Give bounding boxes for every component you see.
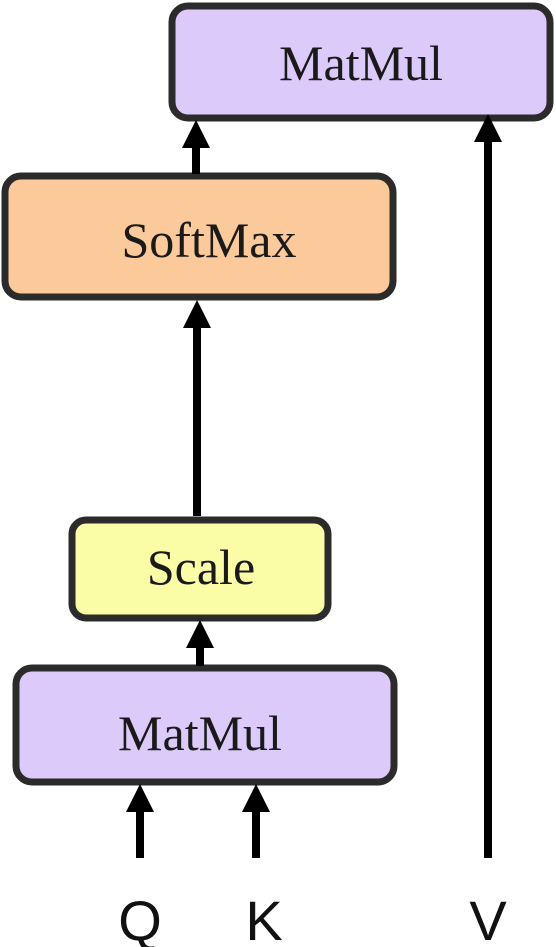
k-arrow-head: [242, 784, 270, 812]
scale-block: Scale: [68, 516, 332, 622]
input-label-k: K: [245, 889, 282, 947]
arrows: [126, 114, 502, 858]
input-label-q: Q: [118, 889, 162, 947]
softmax-label: SoftMax: [122, 212, 297, 268]
softmax-to-matmul-arrow-head: [182, 120, 210, 148]
softmax-block: SoftMax: [1, 172, 397, 301]
scale-to-softmax-arrow-head: [183, 300, 211, 328]
input-label-v: V: [469, 889, 507, 947]
scale-box: [68, 516, 332, 622]
scale-label: Scale: [147, 539, 255, 595]
input-labels: Q K V: [118, 889, 507, 947]
q-arrow-head: [126, 784, 154, 812]
matmul-top-block: MatMul: [168, 2, 554, 122]
softmax-box: [1, 172, 397, 301]
matmul-bottom-block: MatMul: [12, 664, 398, 786]
matmul-top-box: [168, 2, 554, 122]
matmul-top-label: MatMul: [279, 35, 443, 91]
matmul-bottom-label: MatMul: [118, 705, 282, 761]
matmul-bottom-box: [12, 664, 398, 786]
matmul-to-scale-arrow-head: [186, 620, 214, 648]
v-arrow-head: [474, 114, 502, 142]
